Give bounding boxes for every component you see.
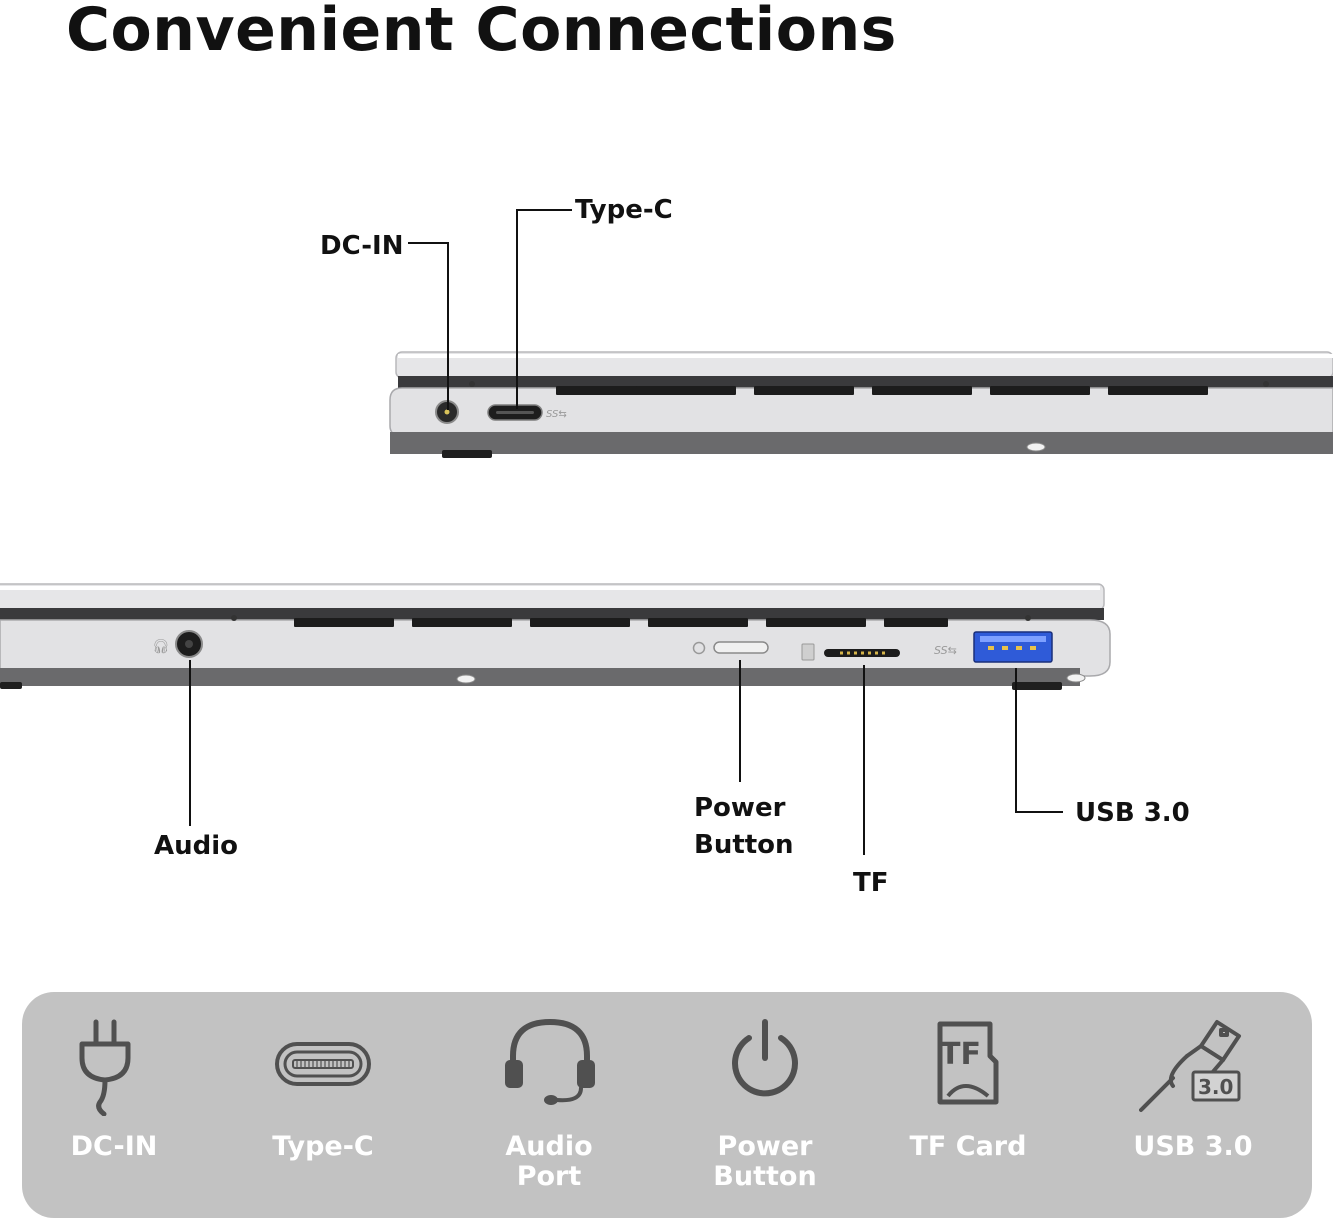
tf-card-icon: TF [937,1021,999,1105]
type-c-leader [516,209,518,409]
tf-leader [863,665,865,855]
laptop-right-side: 🎧︎ SS⇆ [0,583,1111,690]
page-title: Convenient Connections [66,0,897,65]
feature-label-tf-card: TF Card [909,1131,1027,1162]
power-button-slot [713,641,769,654]
callout-audio: Audio [154,831,239,861]
usb-leader [1015,668,1017,813]
callout-tf: TF [853,868,889,898]
callout-power-1: Power [694,793,786,823]
usb-plug-icon-text: 3.0 [1198,1075,1233,1099]
svg-text:SS⇆: SS⇆ [934,644,957,657]
feature-label-dc-in: DC-IN [70,1131,158,1162]
audio-leader [189,660,191,826]
callout-usb: USB 3.0 [1075,798,1190,828]
feature-label-type-c: Type-C [272,1131,374,1162]
callout-power-2: Button [694,830,794,860]
usb-c-port-icon [275,1042,371,1086]
usb-plug-icon: 3.0 [1139,1020,1241,1112]
svg-text:SS⇆: SS⇆ [546,409,567,420]
power-icon [732,1019,798,1097]
laptop-left-side: SS⇆ [389,351,1333,458]
callout-type-c: Type-C [575,195,673,225]
type-c-leader-h [516,209,572,211]
dc-in-leader [447,242,449,410]
feature-label-usb: USB 3.0 [1133,1131,1253,1162]
plug-icon [79,1019,131,1116]
callout-dc-in: DC-IN [320,231,404,261]
headset-icon [505,1018,595,1105]
feature-panel: DC-IN Type-C Audio Port [22,992,1312,1218]
power-leader [739,660,741,782]
svg-text:🎧︎: 🎧︎ [152,639,170,655]
feature-label-audio: Audio Port [505,1131,593,1192]
feature-label-power: Power Button [713,1131,817,1192]
tf-card-icon-text: TF [940,1037,981,1072]
dc-in-leader-h [408,242,449,244]
usb-leader-h [1015,811,1063,813]
